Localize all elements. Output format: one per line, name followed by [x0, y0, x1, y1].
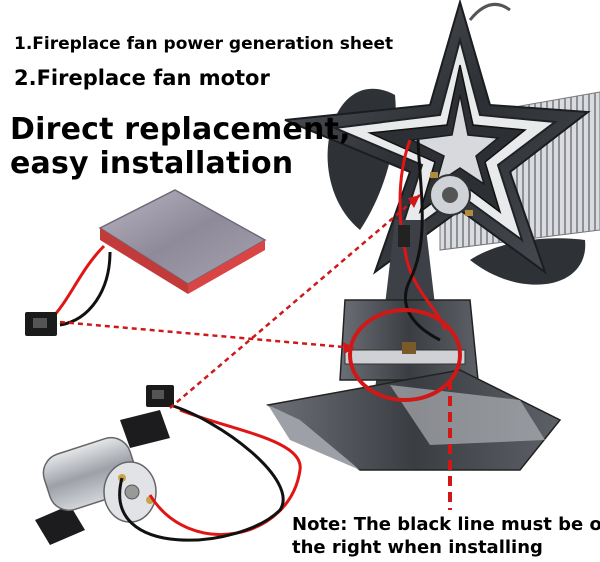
headline-line-2: easy installation [10, 146, 294, 181]
power-generation-sheet [98, 189, 267, 294]
highlight-circle [348, 308, 462, 402]
fan-stand [339, 220, 479, 390]
headline-line-1: Direct replacement, [10, 112, 351, 147]
note-line-1: Note: The black line must be on [292, 514, 600, 535]
fan-base [266, 369, 562, 471]
fan-motor [35, 410, 170, 545]
note-line-2: the right when installing [292, 537, 543, 558]
fan-hub [429, 172, 473, 216]
label-power-sheet: 1.Fireplace fan power generation sheet [14, 34, 394, 54]
label-motor: 2.Fireplace fan motor [14, 66, 270, 90]
